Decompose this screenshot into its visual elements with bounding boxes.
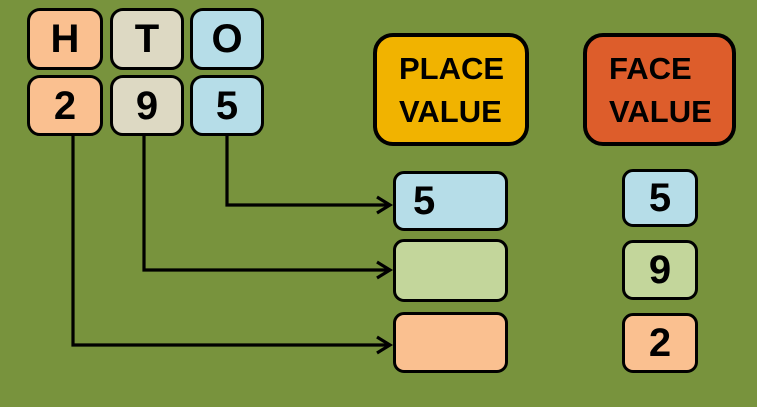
face-value-title-line2: VALUE (609, 93, 712, 129)
face-value-box-ones: 5 (622, 169, 698, 227)
tens-header-box: T (110, 8, 184, 70)
hundreds-header-label: H (50, 17, 80, 61)
tens-arrowhead-icon (376, 260, 394, 280)
hundreds-digit: 2 (53, 83, 77, 128)
tens-digit-box: 9 (110, 75, 184, 136)
hundreds-digit-box: 2 (27, 75, 103, 136)
face-value-box-hundreds: 2 (622, 313, 698, 373)
place-value-box-ones: 5 (393, 171, 508, 231)
tens-header-label: T (134, 17, 160, 61)
tens-connector-line (142, 136, 389, 272)
place-value-title-line2: VALUE (399, 93, 502, 129)
place-value-box-hundreds (393, 312, 508, 373)
tens-digit: 9 (135, 83, 159, 128)
ones-digit: 5 (215, 83, 239, 128)
ones-header-label: O (211, 17, 243, 61)
face-value-hundreds-text: 2 (648, 321, 672, 365)
ones-arrowhead-icon (376, 195, 394, 215)
ones-connector-line (225, 136, 389, 207)
place-value-ones-text: 5 (413, 179, 436, 223)
face-value-tens-text: 9 (648, 248, 672, 292)
ones-digit-box: 5 (190, 75, 264, 136)
hundreds-arrowhead-icon (376, 335, 394, 355)
face-value-ones-text: 5 (648, 176, 672, 220)
place-value-title-line1: PLACE (399, 50, 505, 86)
place-value-box-tens (393, 239, 508, 302)
hundreds-connector-line (71, 136, 389, 347)
face-value-title-line1: FACE (609, 50, 692, 86)
ones-header-box: O (190, 8, 264, 70)
place-value-header: PLACE VALUE (373, 33, 529, 146)
face-value-box-tens: 9 (622, 240, 698, 300)
hundreds-header-box: H (27, 8, 103, 70)
face-value-header: FACE VALUE (583, 33, 736, 146)
